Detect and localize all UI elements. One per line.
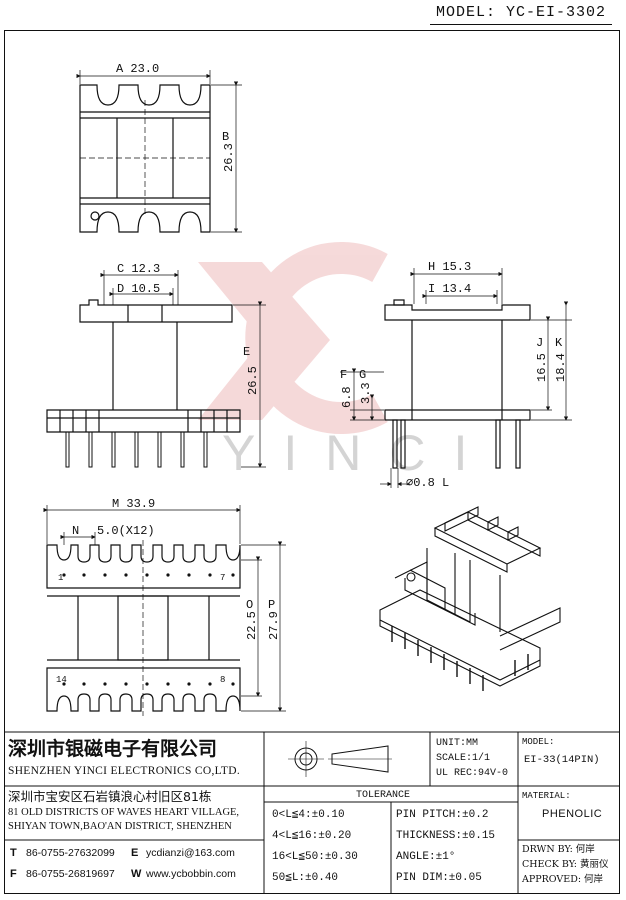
drawing-frame bbox=[4, 30, 620, 894]
tolerance-row: 50≦L:±0.40 bbox=[272, 872, 339, 884]
front-view bbox=[46, 270, 266, 468]
dim-f-value: 6.8 bbox=[340, 386, 354, 408]
dim-c: C 12.3 bbox=[117, 262, 160, 276]
pin-spec-row: ANGLE:±1° bbox=[396, 851, 456, 863]
address-cn: 深圳市宝安区石岩镇浪心村旧区81栋 bbox=[8, 789, 212, 804]
approved-by: APPROVED: 何岸 bbox=[522, 874, 604, 885]
fax-value: 86-0755-26819697 bbox=[26, 868, 115, 880]
company-name-en: SHENZHEN YINCI ELECTRONICS CO,LTD. bbox=[8, 765, 240, 777]
email-label: E bbox=[131, 847, 139, 859]
fax-label: F bbox=[10, 868, 17, 880]
model-label: MODEL: bbox=[522, 737, 555, 747]
dim-f-letter: F bbox=[340, 368, 347, 382]
dim-k-value: 18.4 bbox=[554, 353, 568, 382]
tolerance-row: 0<L≦4:±0.10 bbox=[272, 809, 345, 821]
projection-symbol-icon bbox=[288, 741, 392, 777]
dim-g-letter: G bbox=[359, 368, 366, 382]
tolerance-row: 4<L≦16:±0.20 bbox=[272, 830, 352, 842]
pin-label-8: 8 bbox=[220, 675, 225, 685]
dim-m: M 33.9 bbox=[112, 497, 155, 511]
drawn-by: DRWN BY: 何岸 bbox=[522, 844, 595, 855]
title-block bbox=[4, 731, 620, 894]
scale: SCALE:1/1 bbox=[436, 753, 491, 764]
isometric-view bbox=[379, 506, 561, 691]
dim-p-letter: P bbox=[268, 598, 275, 612]
dim-h: H 15.3 bbox=[428, 260, 471, 274]
dim-j-letter: J bbox=[536, 336, 543, 350]
dim-p-value: 27.9 bbox=[267, 611, 281, 640]
dim-d: D 10.5 bbox=[117, 282, 160, 296]
email-value[interactable]: ycdianzi@163.com bbox=[146, 847, 235, 859]
dim-e-value: 26.5 bbox=[246, 366, 260, 395]
material-value: PHENOLIC bbox=[542, 808, 603, 820]
unit: UNIT:MM bbox=[436, 738, 479, 749]
pin-spec-row: THICKNESS:±0.15 bbox=[396, 830, 496, 842]
watermark-text: YINCI bbox=[222, 425, 495, 481]
dim-b-value: 26.3 bbox=[222, 143, 236, 172]
material-label: MATERIAL: bbox=[522, 791, 571, 801]
dim-l: ∅0.8 L bbox=[406, 476, 449, 490]
model-value: EI-33(14PIN) bbox=[524, 754, 600, 766]
model-title: MODEL: YC-EI-3302 bbox=[435, 4, 606, 21]
tel-value: 86-0755-27632099 bbox=[26, 847, 115, 859]
dim-a: A 23.0 bbox=[116, 62, 159, 76]
tel-label: T bbox=[10, 847, 17, 859]
title-underline bbox=[430, 24, 612, 25]
dim-j-value: 16.5 bbox=[535, 353, 549, 382]
pin-label-14: 14 bbox=[56, 675, 67, 685]
pin-label-1: 1 bbox=[58, 573, 63, 583]
dim-pitch: 5.0(X12) bbox=[97, 524, 155, 538]
top-view bbox=[76, 70, 242, 233]
pin-spec-row: PIN PITCH:±0.2 bbox=[396, 809, 489, 821]
address-en-2: SHIYAN TOWN,BAO'AN DISTRICT, SHENZHEN bbox=[8, 821, 232, 832]
company-name-cn: 深圳市银磁电子有限公司 bbox=[8, 738, 218, 760]
dim-o-letter: O bbox=[246, 598, 253, 612]
web-value[interactable]: www.ycbobbin.com bbox=[146, 868, 236, 880]
ul-rec: UL REC:94V-0 bbox=[436, 768, 509, 779]
dim-o-value: 22.5 bbox=[245, 611, 259, 640]
pin-spec-row: PIN DIM:±0.05 bbox=[396, 872, 482, 884]
web-label: W bbox=[131, 868, 142, 880]
check-by: CHECK BY: 黄丽仪 bbox=[522, 859, 609, 870]
dim-e-letter: E bbox=[243, 345, 250, 359]
side-view bbox=[340, 268, 572, 488]
dim-b-letter: B bbox=[222, 130, 229, 144]
tolerance-title: TOLERANCE bbox=[356, 790, 411, 801]
pin-markers bbox=[62, 573, 235, 686]
tolerance-row: 16<L≦50:±0.30 bbox=[272, 851, 358, 863]
dim-g-value: 3.3 bbox=[359, 382, 373, 404]
address-en-1: 81 OLD DISTRICTS OF WAVES HEART VILLAGE, bbox=[8, 807, 240, 818]
dim-n: N bbox=[72, 524, 79, 538]
bottom-view bbox=[43, 505, 286, 716]
dim-i: I 13.4 bbox=[428, 282, 471, 296]
dim-k-letter: K bbox=[555, 336, 563, 350]
pin-label-7: 7 bbox=[220, 573, 225, 583]
